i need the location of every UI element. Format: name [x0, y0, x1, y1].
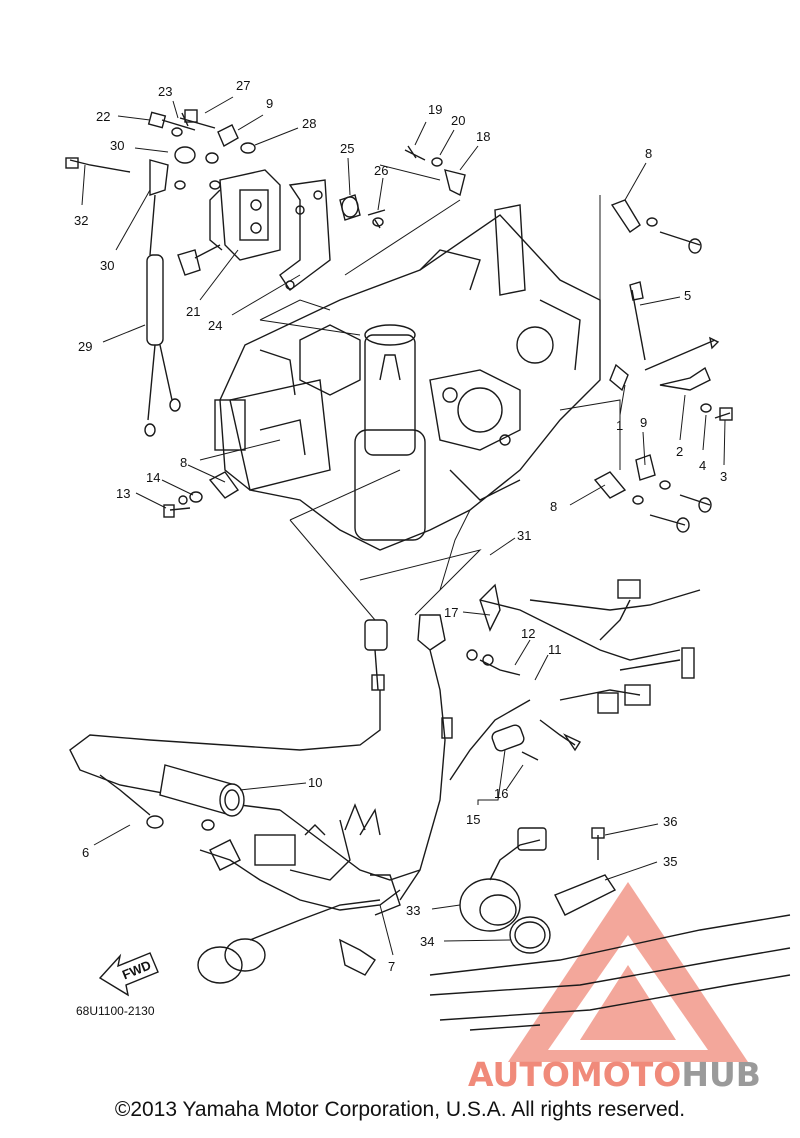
fwd-arrow-icon: FWD	[98, 952, 159, 997]
callout-30b: 30	[100, 258, 114, 273]
ground-lead	[99, 774, 215, 831]
callout-19: 19	[428, 102, 442, 117]
callout-20: 20	[451, 113, 465, 128]
mounting-bracket	[279, 179, 331, 292]
callout-14: 14	[146, 470, 160, 485]
callout-33: 33	[406, 903, 420, 918]
callout-8: 8	[645, 146, 652, 161]
callout-16: 16	[494, 786, 508, 801]
callout-29: 29	[78, 339, 92, 354]
watermark-part2: HUB	[681, 1055, 761, 1094]
spark-plug-caps	[65, 157, 169, 196]
callout-8b: 8	[180, 455, 187, 470]
callout-34: 34	[420, 934, 434, 949]
callout-28: 28	[302, 116, 316, 131]
callout-17: 17	[444, 605, 458, 620]
callout-10: 10	[308, 775, 322, 790]
watermark-part1: AUTOMOTO	[468, 1055, 681, 1094]
reference-lines	[199, 164, 621, 621]
right-bracket-parts	[593, 199, 733, 533]
callout-11: 11	[548, 642, 562, 657]
callout-6: 6	[82, 845, 89, 860]
callout-36: 36	[663, 814, 677, 829]
callout-18: 18	[476, 129, 490, 144]
wire-harness	[449, 579, 701, 781]
cdi-unit	[209, 169, 281, 261]
callout-leaders	[81, 96, 726, 956]
rubber-sleeve	[159, 764, 245, 817]
high-tension-cord	[144, 194, 181, 437]
callout-5: 5	[684, 288, 691, 303]
callout-8c: 8	[550, 499, 557, 514]
watermark-logo	[508, 882, 748, 1062]
callout-7: 7	[388, 959, 395, 974]
cowling-lines	[429, 914, 791, 1031]
copyright-notice: ©2013 Yamaha Motor Corporation, U.S.A. A…	[114, 1098, 686, 1121]
callout-31: 31	[517, 528, 531, 543]
callout-9b: 9	[640, 415, 647, 430]
callout-9: 9	[266, 96, 273, 111]
engine-block	[214, 204, 601, 551]
callout-25: 25	[340, 141, 354, 156]
callout-24: 24	[208, 318, 222, 333]
callout-4: 4	[699, 458, 706, 473]
callout-21: 21	[186, 304, 200, 319]
callout-2: 2	[676, 444, 683, 459]
callout-3: 3	[720, 469, 727, 484]
callout-32: 32	[74, 213, 88, 228]
rectifier	[554, 827, 617, 916]
drawing-code: 68U1100-2130	[76, 1004, 155, 1018]
callout-27: 27	[236, 78, 250, 93]
bolts-upper	[147, 109, 466, 229]
callout-30: 30	[110, 138, 124, 153]
callout-23: 23	[158, 84, 172, 99]
connector-plug	[177, 244, 221, 276]
callout-35: 35	[663, 854, 677, 869]
callout-26: 26	[374, 163, 388, 178]
main-harness-lower	[69, 614, 453, 984]
callout-13: 13	[116, 486, 130, 501]
callout-1: 1	[616, 418, 623, 433]
callout-15: 15	[466, 812, 480, 827]
left-bracket-parts	[163, 471, 240, 518]
callout-22: 22	[96, 109, 110, 124]
watermark-text: AUTOMOTOHUB	[468, 1055, 761, 1094]
callout-12: 12	[521, 626, 535, 641]
callout-labels: 27 9 23 22 28 30 25 26 19 20 18 8 32 30 …	[74, 78, 727, 974]
svg-text:AUTOMOTOHUB: AUTOMOTOHUB	[468, 1055, 761, 1094]
grommet	[459, 827, 551, 954]
